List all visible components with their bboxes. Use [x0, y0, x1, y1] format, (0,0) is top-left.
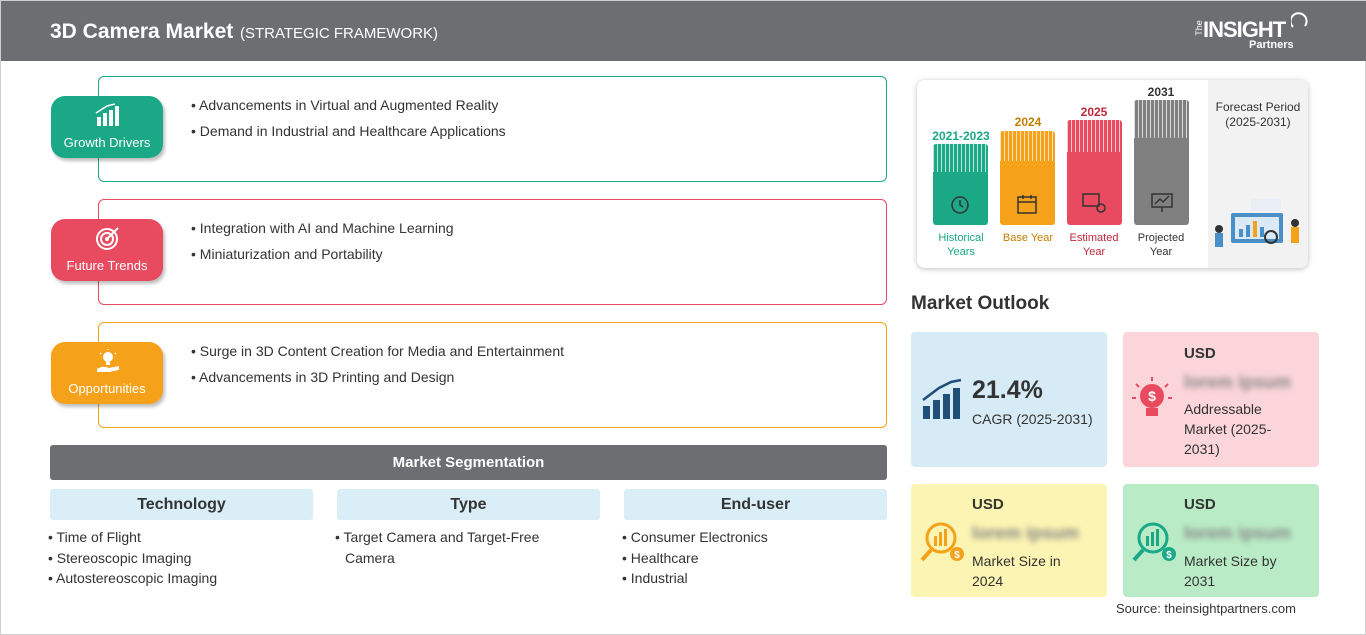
history-icon	[951, 196, 969, 214]
page-subtitle: (STRATEGIC FRAMEWORK)	[240, 25, 439, 42]
growth-drivers-tag: Growth Drivers	[51, 96, 163, 158]
timeline-year-estimated: 2025	[1080, 105, 1108, 119]
bar-stripes	[1067, 120, 1122, 152]
growth-drivers-list: Advancements in Virtual and Augmented Re…	[191, 97, 506, 149]
growth-chart-icon	[922, 378, 962, 419]
bar-stripes	[1000, 131, 1055, 161]
cagr-box: 21.4% CAGR (2025-2031)	[911, 332, 1107, 467]
addressable-market-box: $ USD lorem ipsum Addressable Market (20…	[1123, 332, 1319, 467]
size-2024-label: Market Size in 2024	[972, 553, 1061, 589]
timeline-year-projected: 2031	[1147, 85, 1175, 99]
list-item: Target Camera and Target-Free Camera	[335, 527, 575, 568]
opportunities-list: Surge in 3D Content Creation for Media a…	[191, 343, 564, 395]
market-size-2024-box: $ USD lorem ipsum Market Size in 2024	[911, 484, 1107, 597]
timeline-label-estimated: Estimated Year	[1069, 232, 1119, 258]
segment-heading-technology: Technology	[50, 489, 313, 520]
market-outlook-title: Market Outlook	[911, 293, 1050, 314]
source-credit: Source: theinsightpartners.com	[1116, 601, 1296, 616]
size-2024-value: lorem ipsum	[972, 523, 1080, 543]
list-item: Advancements in Virtual and Augmented Re…	[191, 97, 506, 113]
analytics-people-icon	[1215, 199, 1299, 247]
target-icon	[96, 227, 119, 250]
timeline-year-base: 2024	[1014, 115, 1042, 129]
growth-drivers-card: Advancements in Virtual and Augmented Re…	[98, 76, 887, 182]
technology-list: Time of Flight Stereoscopic Imaging Auto…	[48, 527, 298, 589]
bar-stripes	[933, 144, 988, 172]
timeline-bar-estimated	[1067, 120, 1122, 225]
page-title: 3D Camera Market	[50, 20, 234, 43]
presentation-settings-icon	[1082, 193, 1106, 213]
future-trends-tag: Future Trends	[51, 219, 163, 281]
future-trends-label: Future Trends	[66, 258, 148, 273]
svg-text:$: $	[954, 550, 960, 561]
logo-insight: INSIGHT	[1203, 17, 1286, 42]
list-item: Time of Flight	[48, 527, 298, 548]
future-trends-card: Integration with AI and Machine Learning…	[98, 199, 887, 305]
size-2024-usd: USD	[972, 496, 1004, 513]
svg-text:$: $	[1148, 388, 1156, 404]
addressable-usd: USD	[1184, 345, 1216, 362]
list-item: Industrial	[622, 568, 872, 589]
timeline-label-projected: Projected Year	[1137, 232, 1185, 258]
list-item: Surge in 3D Content Creation for Media a…	[191, 343, 564, 359]
cagr-label: CAGR (2025-2031)	[972, 411, 1093, 427]
market-size-2031-box: $ USD lorem ipsum Market Size by 2031	[1123, 484, 1319, 597]
opportunities-tag: Opportunities	[51, 342, 163, 404]
bar-stripes	[1134, 100, 1189, 138]
magnifier-dollar-icon: $	[920, 522, 964, 562]
size-2031-value: lorem ipsum	[1184, 523, 1292, 543]
header-bar: 3D Camera Market (STRATEGIC FRAMEWORK) T…	[1, 1, 1366, 61]
list-item: Healthcare	[622, 548, 872, 569]
logo-arc-icon	[1291, 12, 1308, 28]
list-item: Advancements in 3D Printing and Design	[191, 369, 564, 385]
end-user-list: Consumer Electronics Healthcare Industri…	[622, 527, 872, 589]
size-2031-usd: USD	[1184, 496, 1216, 513]
size-2031-label: Market Size by 2031	[1184, 553, 1277, 589]
addressable-label: Addressable Market (2025-2031)	[1184, 401, 1272, 457]
list-item: Stereoscopic Imaging	[48, 548, 298, 569]
segment-heading-type: Type	[337, 489, 600, 520]
magnifier-dollar-icon: $	[1132, 522, 1176, 562]
timeline-bar-projected	[1134, 100, 1189, 225]
list-item: Integration with AI and Machine Learning	[191, 220, 454, 236]
timeline-label-base: Base Year	[1002, 232, 1054, 244]
timeline-year-historical: 2021-2023	[932, 129, 990, 143]
list-item: Autostereoscopic Imaging	[48, 568, 298, 589]
insight-partners-logo[interactable]: The INSIGHT Partners	[1191, 11, 1321, 55]
opportunities-card: Surge in 3D Content Creation for Media a…	[98, 322, 887, 428]
growth-drivers-label: Growth Drivers	[63, 135, 151, 150]
calendar-icon	[1017, 195, 1037, 214]
list-item: Demand in Industrial and Healthcare Appl…	[191, 123, 506, 139]
timeline-bar-base	[1000, 131, 1055, 225]
presentation-board-icon	[1151, 193, 1173, 212]
segmentation-title: Market Segmentation	[50, 445, 887, 480]
future-trends-list: Integration with AI and Machine Learning…	[191, 220, 454, 272]
list-item: Consumer Electronics	[622, 527, 872, 548]
lightbulb-dollar-icon: $	[1132, 377, 1172, 416]
growth-chart-icon	[95, 103, 119, 126]
list-item: Miniaturization and Portability	[191, 246, 454, 262]
forecast-period-label: Forecast Period (2025-2031)	[1215, 100, 1301, 129]
cagr-value: 21.4%	[972, 376, 1043, 404]
timeline-label-historical: Historical Years	[938, 232, 984, 258]
opportunities-label: Opportunities	[68, 381, 146, 396]
lightbulb-hand-icon	[97, 349, 119, 372]
type-list: Target Camera and Target-Free Camera	[335, 527, 575, 568]
addressable-value: lorem ipsum	[1184, 372, 1292, 392]
timeline-bar-historical	[933, 144, 988, 225]
logo-partners: Partners	[1249, 39, 1294, 51]
svg-text:$: $	[1166, 550, 1172, 561]
segment-heading-end-user: End-user	[624, 489, 887, 520]
